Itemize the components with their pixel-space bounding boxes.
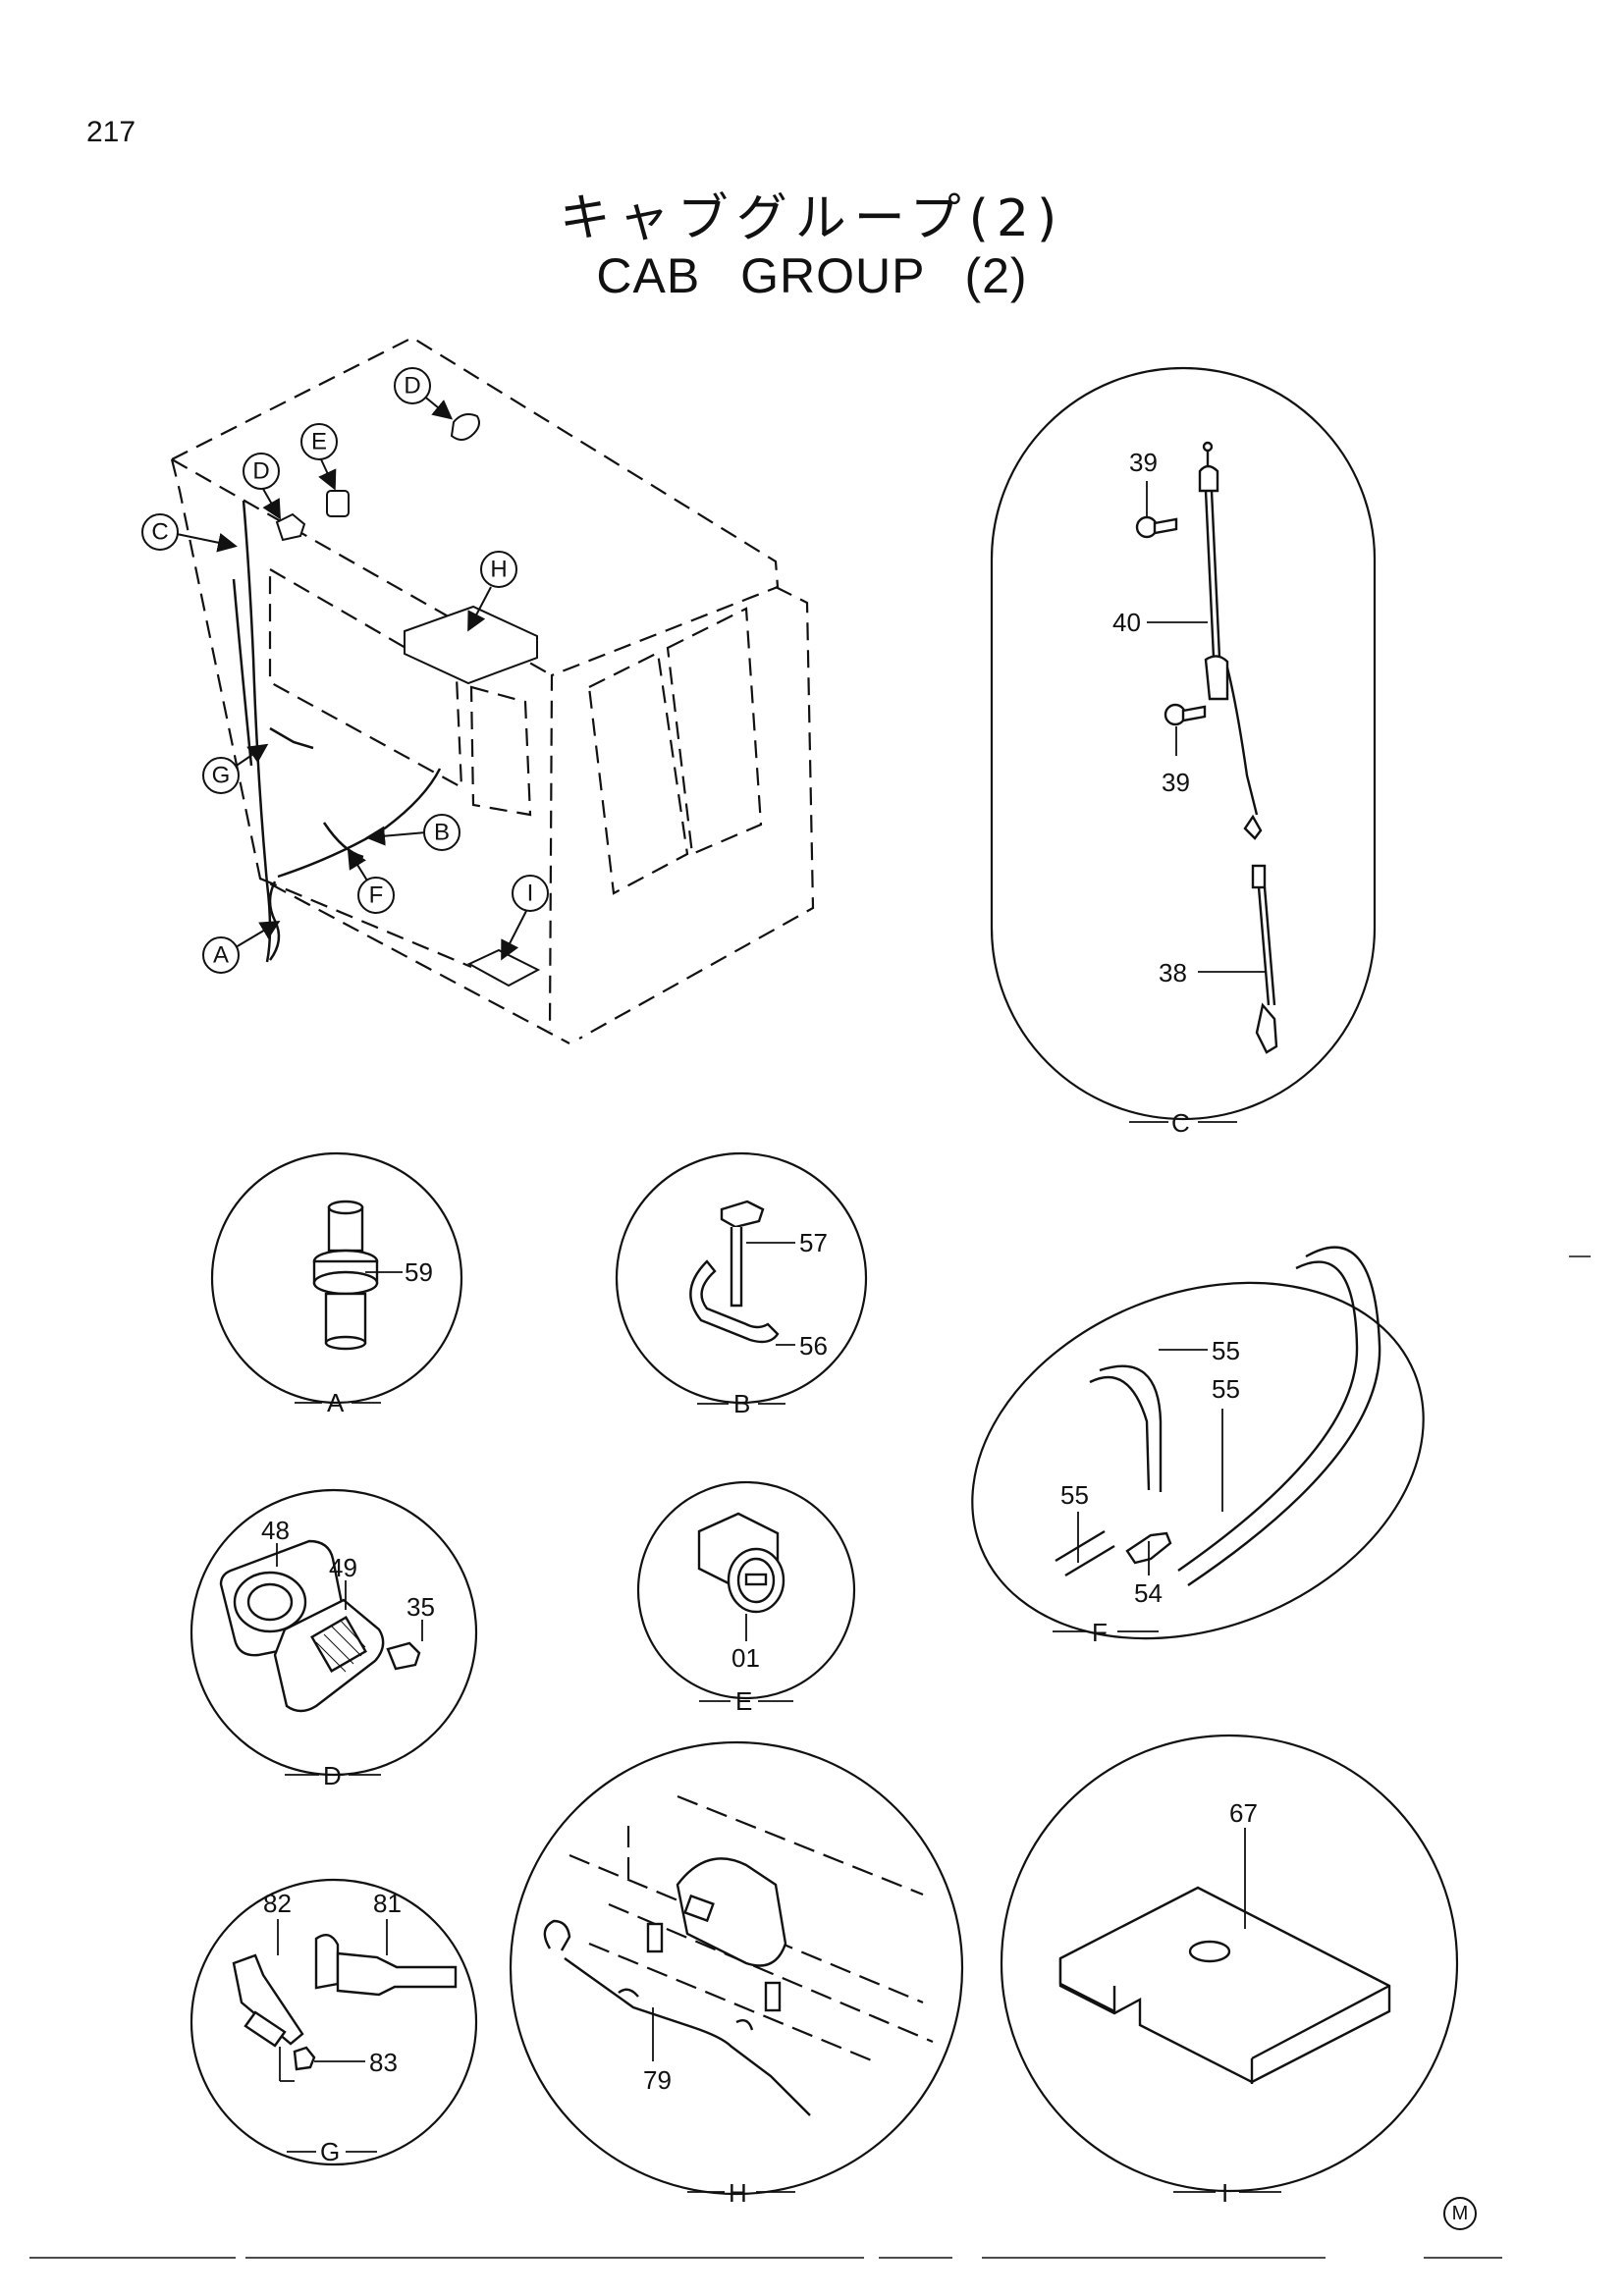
detail-e: 01 E (636, 1480, 856, 1716)
part-82: 82 (263, 1889, 292, 1918)
caption-i: I (1221, 2178, 1228, 2208)
callout-b: B (434, 820, 450, 846)
overview-callouts (141, 367, 549, 974)
part-81: 81 (373, 1889, 402, 1918)
detail-i: 67 I (1000, 1734, 1459, 2208)
part-40: 40 (1112, 608, 1141, 637)
title-japanese: キャブグループ(2) (559, 189, 1065, 248)
part-57: 57 (799, 1228, 828, 1257)
part-38: 38 (1159, 958, 1187, 988)
callout-d-top: D (404, 373, 420, 400)
detail-g: 82 81 83 G (189, 1878, 478, 2166)
detail-f: 55 55 55 54 F (971, 1246, 1425, 1647)
caption-b: B (733, 1389, 750, 1418)
caption-d: D (323, 1761, 342, 1790)
part-35: 35 (406, 1592, 435, 1622)
part-83: 83 (369, 2048, 398, 2077)
part-49: 49 (329, 1553, 357, 1582)
part-01: 01 (731, 1643, 760, 1673)
part-55-c: 55 (1060, 1480, 1089, 1510)
caption-g: G (320, 2137, 340, 2166)
detail-b: 57 56 B (615, 1151, 868, 1418)
page-number: 217 (86, 116, 136, 148)
callout-d-side: D (252, 458, 269, 485)
cab-overview (170, 336, 815, 1044)
title-english: CAB GROUP (2) (596, 248, 1028, 303)
part-54: 54 (1134, 1578, 1163, 1608)
callout-g: G (212, 763, 231, 789)
footer-mark: M (1443, 2197, 1477, 2230)
part-39-top: 39 (1129, 448, 1158, 477)
part-55-a: 55 (1212, 1336, 1240, 1365)
callout-c: C (151, 519, 168, 546)
part-55-b: 55 (1212, 1374, 1240, 1404)
part-56: 56 (799, 1331, 828, 1361)
callout-a: A (213, 942, 229, 969)
part-39-bottom: 39 (1162, 768, 1190, 797)
caption-f: F (1092, 1618, 1108, 1647)
part-67: 67 (1229, 1798, 1258, 1828)
part-79: 79 (643, 2065, 672, 2095)
part-48: 48 (261, 1516, 290, 1545)
caption-e: E (735, 1686, 752, 1716)
callout-i: I (527, 881, 534, 907)
callout-h: H (490, 557, 507, 583)
caption-h: H (729, 2178, 747, 2208)
footer-rule (29, 1255, 1591, 2259)
detail-h: 79 H (509, 1740, 964, 2208)
caption-a: A (327, 1388, 345, 1417)
callout-f: F (369, 882, 384, 909)
detail-d: 48 49 35 D (189, 1488, 478, 1790)
part-59: 59 (405, 1257, 433, 1287)
detail-c: 39 40 39 38 C (990, 366, 1377, 1138)
caption-c: C (1171, 1108, 1190, 1138)
callout-e: E (311, 429, 327, 455)
detail-a: 59 A (210, 1151, 463, 1417)
